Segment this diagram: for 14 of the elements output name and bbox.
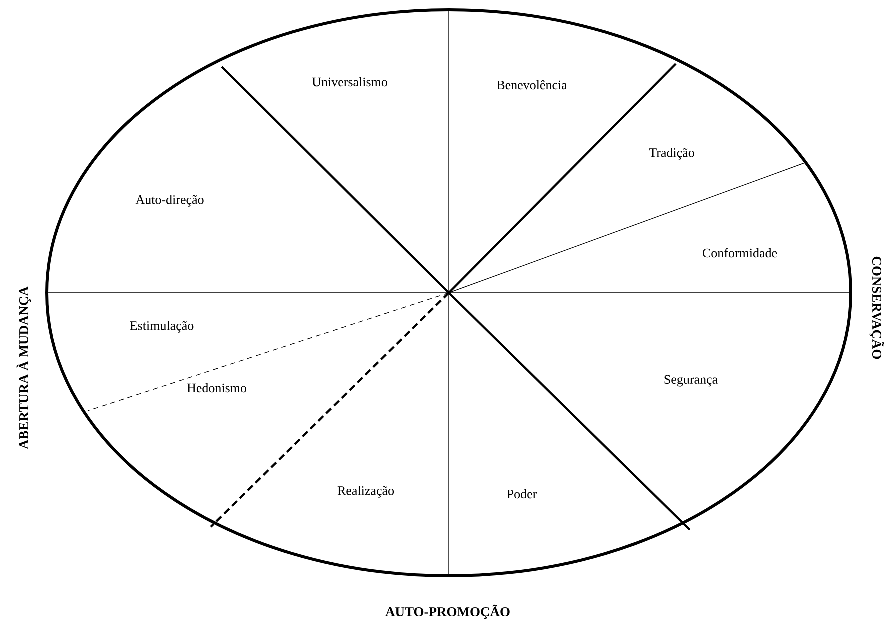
axis-label: CONSERVAÇÃO [870, 256, 884, 360]
axis-label: AUTO-PROMOÇÃO [386, 604, 510, 620]
sector-label: Conformidade [703, 248, 778, 258]
ellipse-outline [46, 8, 852, 578]
sector-label: Realização [338, 486, 394, 498]
sector-label: Benevolência [497, 80, 568, 90]
sector-label: Tradição [649, 148, 694, 160]
sector-label: Estimulação [130, 321, 194, 333]
sector-label: Auto-direção [136, 195, 204, 207]
sector-label: Universalismo [312, 77, 388, 87]
axis-label: ABERTURA À MUDANÇA [16, 286, 32, 450]
sector-label: Segurança [664, 375, 718, 387]
sector-label: Hedonismo [187, 383, 246, 393]
sector-label: Poder [507, 489, 538, 499]
